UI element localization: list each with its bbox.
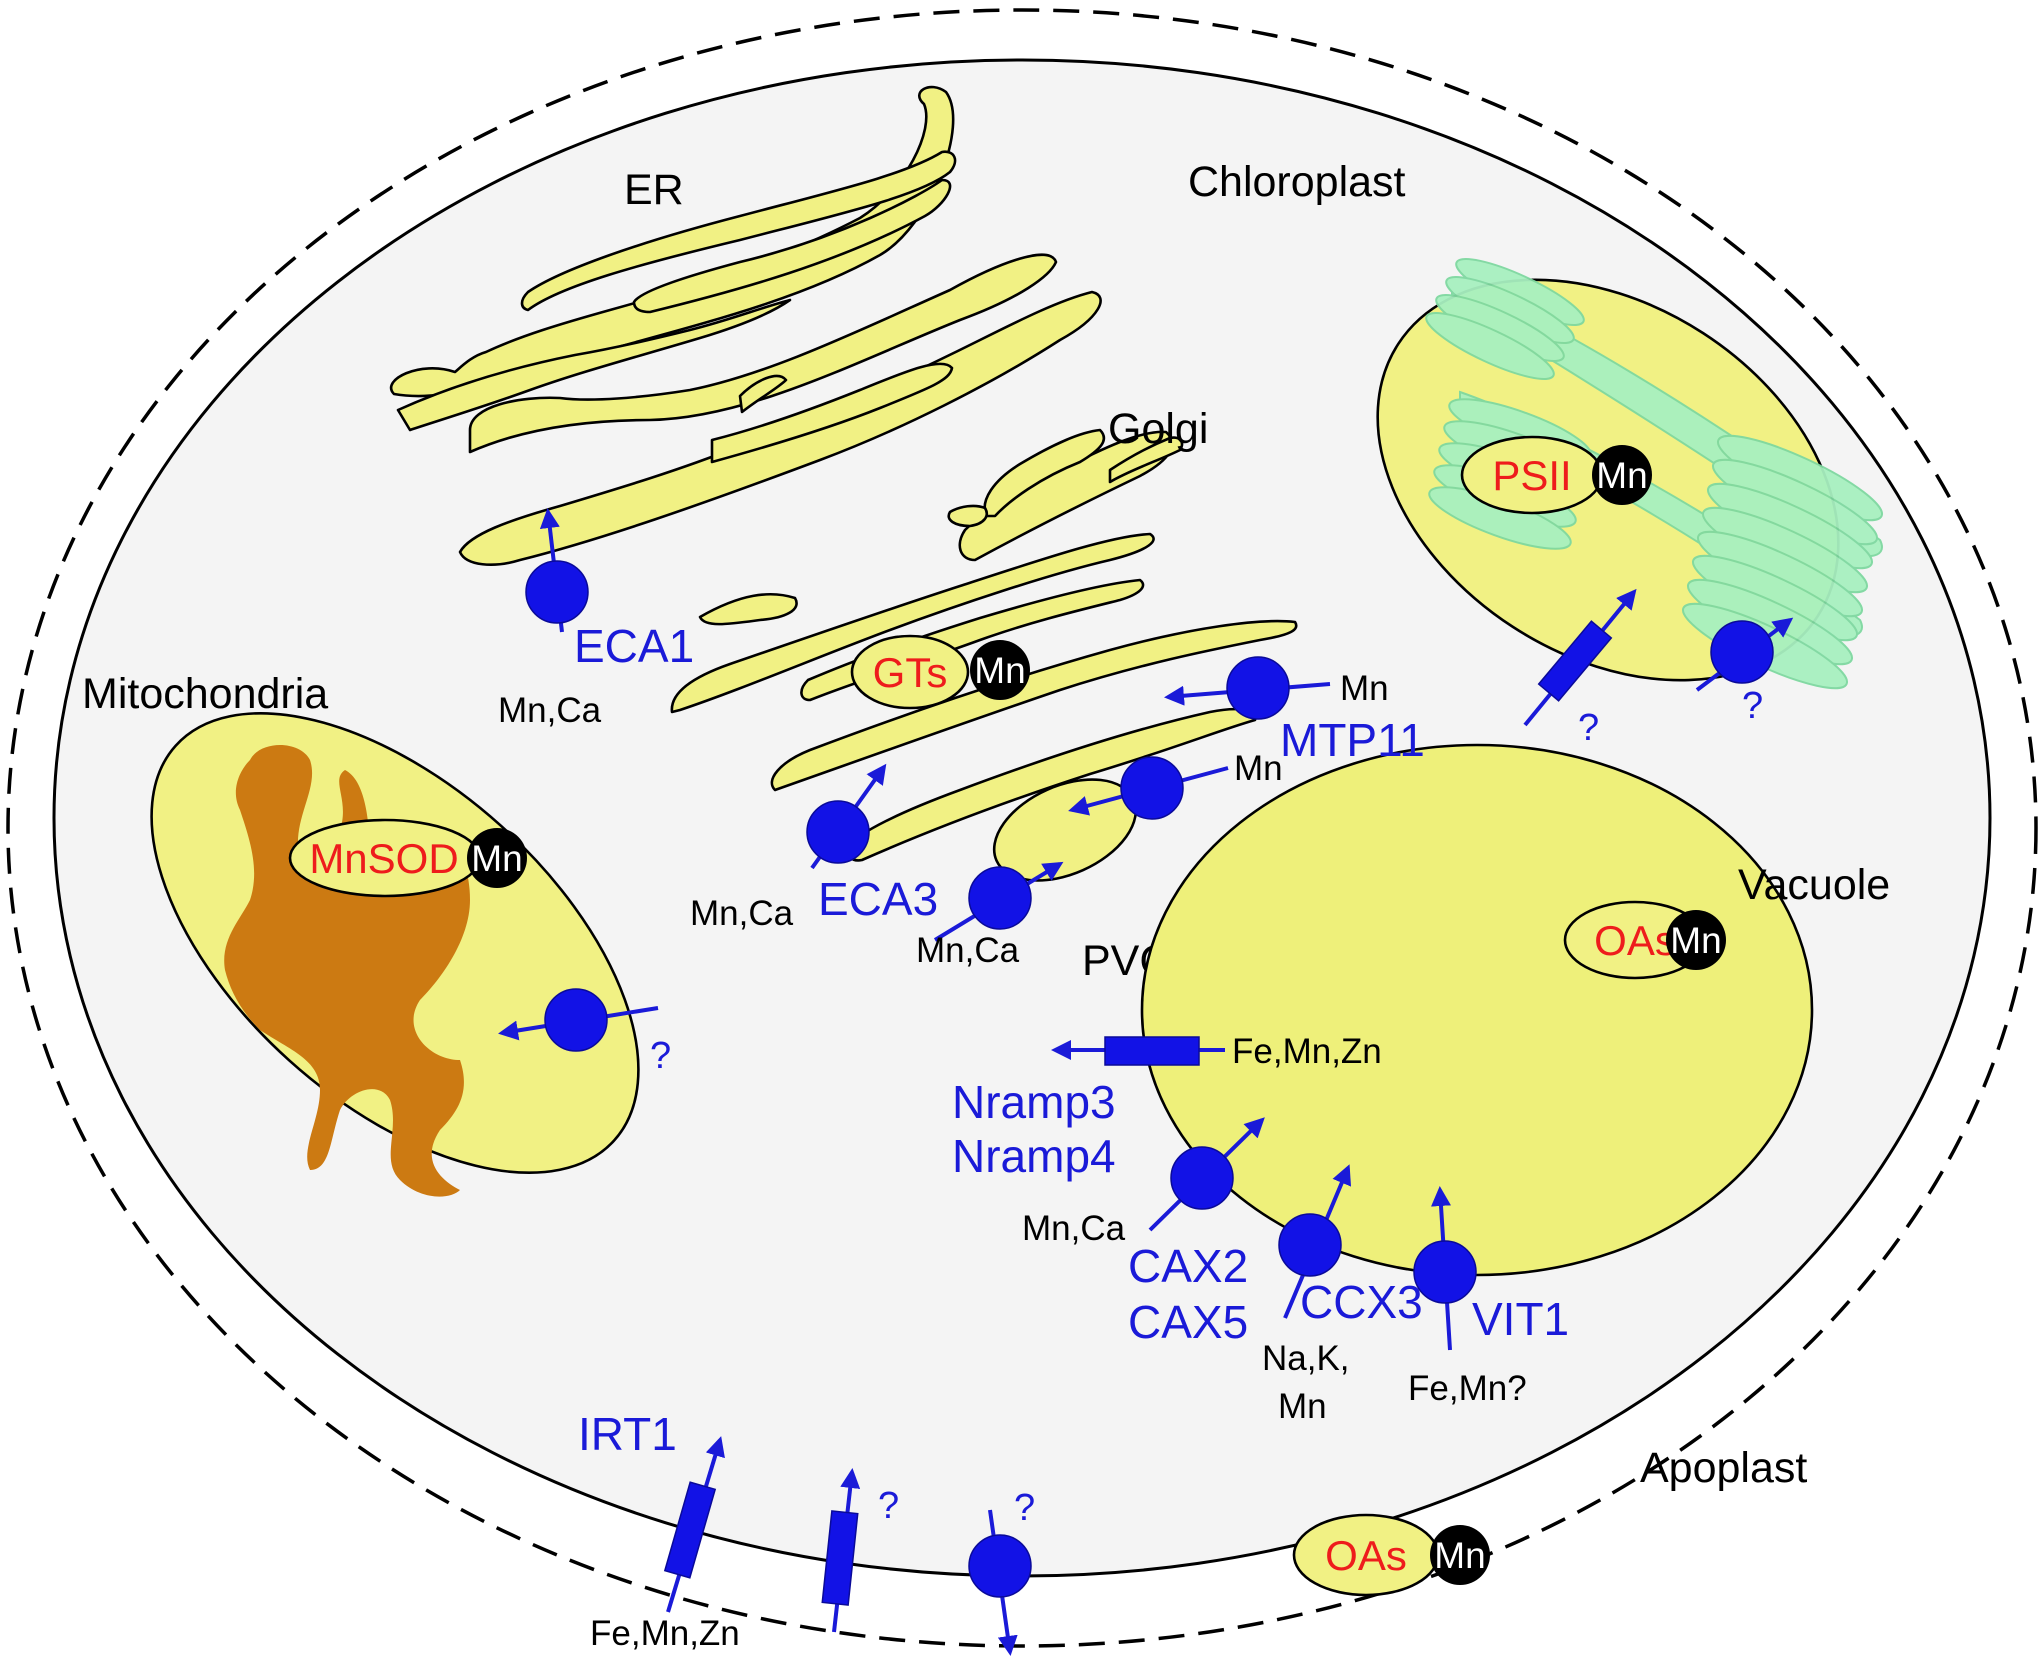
mnsod-mn-badge: Mn bbox=[471, 838, 522, 879]
eca3-transporter bbox=[806, 763, 887, 870]
mnsod-complex: MnSOD Mn bbox=[288, 818, 527, 898]
mitochondria bbox=[150, 712, 640, 1197]
mtp11-ions: Mn bbox=[1340, 669, 1389, 708]
mito-transporter bbox=[498, 988, 659, 1052]
nramp3-label: Nramp3 bbox=[952, 1076, 1116, 1128]
vacuole-label: Vacuole bbox=[1738, 861, 1890, 909]
pvc-lower-ions: Mn,Ca bbox=[916, 931, 1020, 970]
vacuole bbox=[1140, 743, 1814, 1277]
ccx3-ions-line1: Na,K, bbox=[1262, 1339, 1350, 1378]
golgi-label: Golgi bbox=[1108, 405, 1208, 453]
ccx3-ions-line2: Mn bbox=[1278, 1387, 1327, 1426]
vit1-ions: Fe,Mn? bbox=[1408, 1369, 1527, 1408]
nramp4-label: Nramp4 bbox=[952, 1130, 1116, 1182]
psii-complex: PSII Mn bbox=[1460, 435, 1652, 515]
eca3-ions: Mn,Ca bbox=[690, 894, 794, 933]
cax2-label: CAX2 bbox=[1128, 1240, 1248, 1292]
oas-vacuole-complex: OAs Mn bbox=[1563, 900, 1726, 980]
psii-label: PSII bbox=[1492, 452, 1571, 499]
ccx3-transporter bbox=[1278, 1164, 1352, 1319]
apoplast-label: Apoplast bbox=[1640, 1444, 1807, 1492]
pm-bar-transporter bbox=[821, 1468, 861, 1633]
mitochondria-inner-membrane bbox=[224, 745, 470, 1197]
irt1-transporter bbox=[663, 1436, 725, 1613]
cax-transporter bbox=[1148, 1117, 1265, 1232]
pm-bar-unknown: ? bbox=[878, 1485, 899, 1527]
chloroplast-label: Chloroplast bbox=[1188, 158, 1406, 206]
mitochondria-label: Mitochondria bbox=[82, 670, 328, 718]
chloroplast-dot-transporter bbox=[1695, 617, 1794, 692]
mtp11-transporter bbox=[1164, 656, 1331, 720]
chloroplast-bar-transporter bbox=[1523, 588, 1637, 727]
cax5-label: CAX5 bbox=[1128, 1296, 1248, 1348]
ccx3-label: CCX3 bbox=[1300, 1276, 1423, 1328]
chloroplast-dot-unknown: ? bbox=[1742, 685, 1763, 727]
eca1-ions: Mn,Ca bbox=[498, 691, 602, 730]
eca1-transporter bbox=[525, 508, 589, 633]
mito-transporter-unknown: ? bbox=[650, 1035, 671, 1077]
gts-complex: GTs Mn bbox=[850, 634, 1030, 710]
pm-dot-unknown: ? bbox=[1014, 1487, 1035, 1529]
vit1-label: VIT1 bbox=[1472, 1293, 1569, 1345]
mnsod-label: MnSOD bbox=[309, 835, 458, 882]
irt1-label: IRT1 bbox=[578, 1408, 677, 1460]
chloroplast-bar-unknown: ? bbox=[1578, 707, 1599, 749]
irt1-ions: Fe,Mn,Zn bbox=[590, 1614, 740, 1653]
oas-vacuole-label: OAs bbox=[1594, 917, 1676, 964]
oas-apoplast-complex: OAs Mn bbox=[1292, 1513, 1490, 1597]
pvc-lower-transporter bbox=[933, 861, 1064, 942]
oas-apoplast-mn-badge: Mn bbox=[1434, 1535, 1485, 1576]
gts-mn-badge: Mn bbox=[974, 650, 1025, 691]
psii-mn-badge: Mn bbox=[1596, 455, 1647, 496]
nramp-ions: Fe,Mn,Zn bbox=[1232, 1032, 1382, 1071]
nramp-transporter bbox=[1051, 1036, 1225, 1066]
er-label: ER bbox=[624, 166, 684, 214]
eca1-label: ECA1 bbox=[574, 620, 694, 672]
oas-vacuole-mn-badge: Mn bbox=[1670, 920, 1721, 961]
eca3-label: ECA3 bbox=[818, 873, 938, 925]
cax-ions: Mn,Ca bbox=[1022, 1209, 1126, 1248]
pvc-upper-transporter bbox=[1068, 756, 1229, 820]
pvc-upper-ions: Mn bbox=[1234, 749, 1283, 788]
mtp11-label: MTP11 bbox=[1280, 714, 1425, 766]
er-network bbox=[390, 85, 1102, 566]
cell-wall-dashed bbox=[6, 8, 2038, 1648]
vit1-transporter bbox=[1413, 1186, 1477, 1351]
oas-apoplast-label: OAs bbox=[1325, 1532, 1407, 1579]
gts-label: GTs bbox=[873, 649, 948, 696]
pm-dot-transporter bbox=[968, 1509, 1032, 1656]
